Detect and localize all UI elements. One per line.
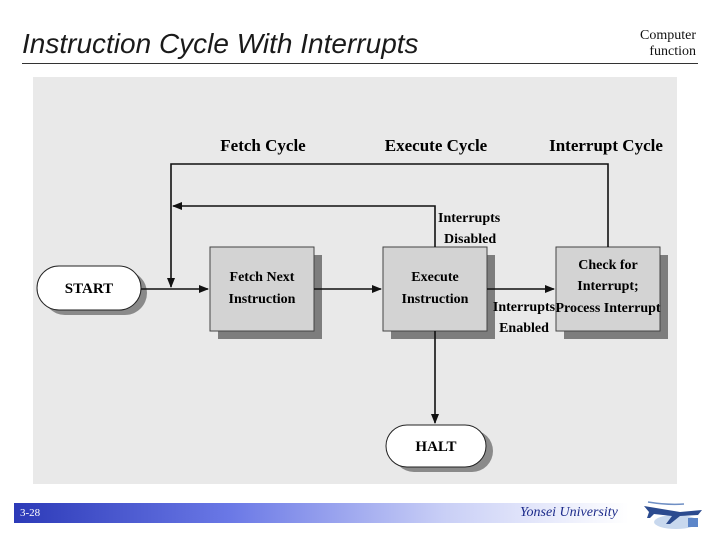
airplane-logo-icon — [644, 501, 702, 529]
interrupts-disabled-line-2: Disabled — [444, 232, 496, 247]
interrupt-line-1: Check for — [578, 258, 638, 273]
title-underline — [22, 63, 698, 64]
execute-line-1: Execute — [411, 270, 458, 285]
fetch-line-1: Fetch Next — [230, 270, 295, 285]
execute-node: Execute Instruction — [382, 246, 495, 339]
fetch-node: Fetch Next Instruction — [209, 246, 322, 339]
interrupts-enabled-line-1: Interrupts — [493, 300, 556, 315]
interrupt-line-3: Process Interrupt — [555, 301, 660, 316]
interrupts-enabled-line-2: Enabled — [499, 321, 549, 336]
execute-line-2: Instruction — [402, 292, 469, 307]
footer-bar — [14, 503, 629, 523]
interrupts-disabled-line-1: Interrupts — [438, 211, 501, 226]
fetch-line-2: Instruction — [229, 292, 296, 307]
slide-title: Instruction Cycle With Interrupts — [22, 28, 419, 59]
fetch-cycle-label: Fetch Cycle — [220, 136, 306, 155]
interrupt-node: Check for Interrupt; Process Interrupt — [555, 246, 668, 339]
interrupts-disabled-loop — [172, 202, 436, 247]
interrupt-cycle-label: Interrupt Cycle — [549, 136, 663, 155]
diagram-panel: Fetch Cycle Execute Cycle Interrupt Cycl… — [33, 77, 677, 484]
execute-cycle-label: Execute Cycle — [385, 136, 488, 155]
instruction-cycle-diagram: Fetch Cycle Execute Cycle Interrupt Cycl… — [36, 136, 668, 472]
halt-label: HALT — [415, 439, 456, 455]
interrupt-line-2: Interrupt; — [577, 279, 638, 294]
slide-number: 3-28 — [20, 507, 41, 519]
university-name: Yonsei University — [520, 505, 618, 520]
start-label: START — [65, 281, 113, 297]
halt-node: HALT — [385, 424, 493, 472]
section-label-line2: function — [649, 44, 696, 59]
section-label-line1: Computer — [640, 28, 696, 43]
start-node: START — [36, 265, 147, 315]
interrupt-return-loop — [167, 163, 609, 288]
section-label: Computer function — [640, 28, 696, 60]
